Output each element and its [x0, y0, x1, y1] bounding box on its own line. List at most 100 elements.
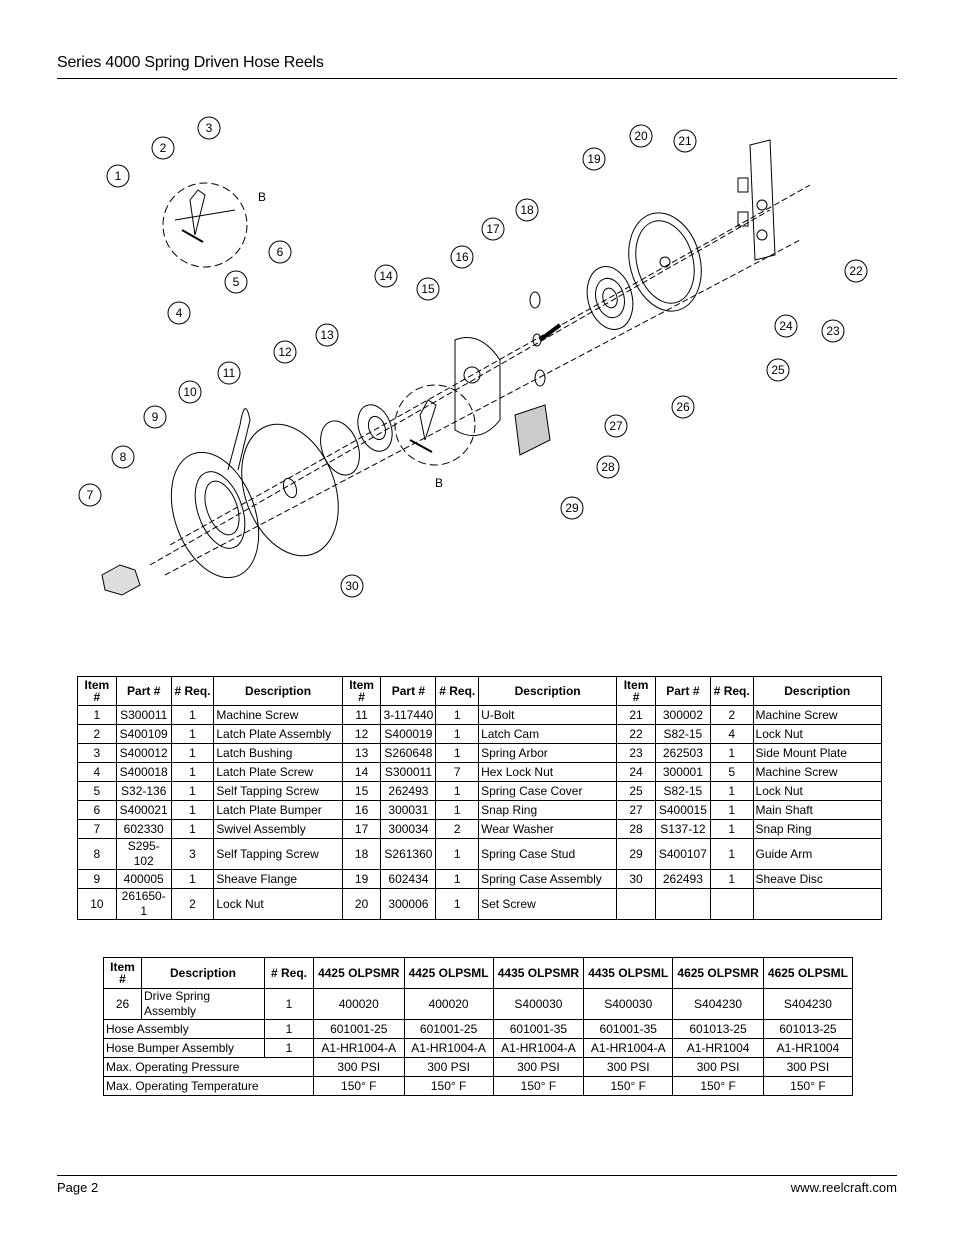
req-cell: 3	[170, 838, 215, 870]
callout-25: 25	[766, 358, 790, 382]
req-cell: 1	[264, 988, 314, 1020]
req-cell: 1	[170, 781, 215, 801]
model-value-cell: 150° F	[313, 1076, 405, 1096]
item-cell: 3	[77, 743, 117, 763]
svg-text:14: 14	[379, 269, 393, 283]
description-cell: U-Bolt	[478, 705, 618, 725]
description-cell: Sheave Flange	[213, 869, 343, 889]
svg-text:7: 7	[87, 488, 94, 502]
req-cell: 1	[709, 819, 754, 839]
description-cell: Set Screw	[478, 888, 618, 920]
model-value-cell: 150° F	[583, 1076, 674, 1096]
req-cell: 1	[435, 743, 480, 763]
svg-text:23: 23	[826, 324, 840, 338]
part-cell: S300011	[115, 705, 172, 725]
model-value-cell: 150° F	[492, 1076, 585, 1096]
website-url: www.reelcraft.com	[790, 1180, 897, 1195]
description-cell: Self Tapping Screw	[213, 781, 343, 801]
description-cell: Spring Case Cover	[478, 781, 618, 801]
callout-5: 5	[224, 270, 248, 294]
description-cell: Max. Operating Temperature	[103, 1076, 314, 1096]
req-cell: 1	[435, 800, 480, 820]
description-cell: Sheave Disc	[752, 869, 883, 889]
req-cell: 1	[709, 781, 754, 801]
model-value-cell: A1-HR1004-A	[492, 1038, 585, 1058]
req-cell: 1	[709, 869, 754, 889]
description-cell: Lock Nut	[752, 781, 883, 801]
callout-26: 26	[671, 395, 695, 419]
req-cell: 1	[435, 869, 480, 889]
item-cell: 12	[341, 724, 382, 744]
svg-text:11: 11	[223, 366, 236, 380]
req-cell: 1	[435, 705, 480, 725]
item-cell: 20	[341, 888, 382, 920]
svg-text:8: 8	[120, 450, 127, 464]
req-cell: 1	[170, 819, 215, 839]
item-cell: 27	[616, 800, 656, 820]
description-cell: Latch Plate Assembly	[213, 724, 343, 744]
callout-17: 17	[481, 217, 505, 241]
svg-text:2: 2	[160, 141, 167, 155]
req-cell: 1	[264, 1038, 314, 1058]
model-value-cell: S404230	[672, 988, 764, 1020]
callout-7: 7	[78, 483, 102, 507]
item-cell: 15	[341, 781, 382, 801]
page-number: Page 2	[57, 1180, 99, 1195]
callout-3: 3	[197, 116, 221, 140]
header-model: 4625 OLPSML	[762, 957, 854, 989]
svg-text:9: 9	[152, 410, 159, 424]
svg-text:18: 18	[520, 203, 534, 217]
callout-13: 13	[315, 323, 339, 347]
model-value-cell: S400030	[492, 988, 585, 1020]
description-cell: Hose Bumper Assembly	[103, 1038, 265, 1058]
req-cell: 1	[709, 800, 754, 820]
header-part: Part #	[380, 676, 437, 706]
req-cell: 1	[264, 1019, 314, 1039]
part-cell: 262493	[654, 869, 711, 889]
item-cell: 23	[616, 743, 656, 763]
description-cell: Machine Screw	[752, 705, 883, 725]
model-value-cell: 400020	[313, 988, 405, 1020]
model-value-cell: A1-HR1004-A	[313, 1038, 405, 1058]
callout-16: 16	[450, 245, 474, 269]
description-cell: Side Mount Plate	[752, 743, 883, 763]
part-cell: S32-136	[115, 781, 172, 801]
item-cell: 28	[616, 819, 656, 839]
svg-text:19: 19	[587, 152, 601, 166]
header-item: Item #	[616, 676, 656, 706]
part-cell: 261650-1	[115, 888, 172, 920]
page-title: Series 4000 Spring Driven Hose Reels	[57, 54, 324, 71]
description-cell: Lock Nut	[752, 724, 883, 744]
header-rule	[57, 78, 897, 79]
model-value-cell: 601001-25	[313, 1019, 405, 1039]
header-req: # Req.	[170, 676, 215, 706]
description-cell	[752, 888, 883, 920]
req-cell: 1	[435, 838, 480, 870]
item-cell: 14	[341, 762, 382, 782]
svg-text:17: 17	[486, 222, 500, 236]
detail-label-b-bottom: B	[435, 476, 443, 490]
svg-text:12: 12	[278, 345, 292, 359]
svg-text:6: 6	[277, 245, 284, 259]
part-cell: 300031	[380, 800, 437, 820]
description-cell: Machine Screw	[213, 705, 343, 725]
item-cell: 11	[341, 705, 382, 725]
callout-9: 9	[143, 405, 167, 429]
callout-11: 11	[217, 361, 241, 385]
model-value-cell: 150° F	[403, 1076, 494, 1096]
item-cell: 21	[616, 705, 656, 725]
svg-text:16: 16	[455, 250, 469, 264]
model-value-cell: S400030	[583, 988, 674, 1020]
description-cell: Latch Bushing	[213, 743, 343, 763]
part-cell: S82-15	[654, 724, 711, 744]
detail-label-b-top: B	[258, 190, 266, 204]
